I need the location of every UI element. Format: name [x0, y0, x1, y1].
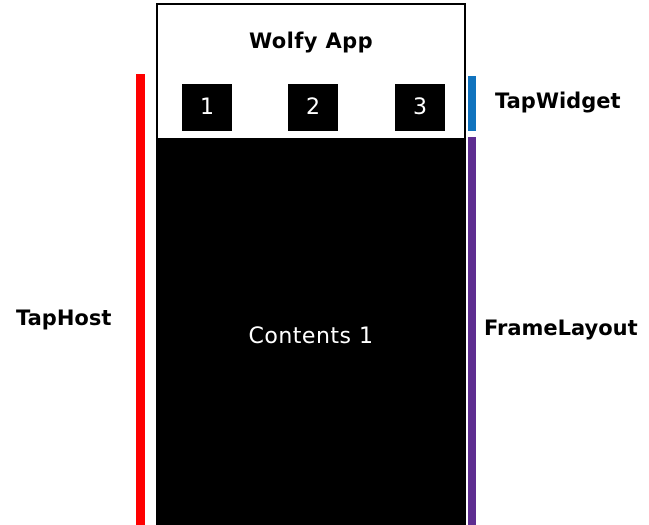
- annotation-label-framelayout: FrameLayout: [484, 316, 638, 340]
- tab-button-2[interactable]: 2: [288, 84, 338, 131]
- annotation-label-tapwidget: TapWidget: [495, 89, 621, 113]
- tab-widget: 1 2 3: [158, 84, 464, 131]
- tab-button-3[interactable]: 3: [395, 84, 445, 131]
- annotation-label-taphost: TapHost: [16, 306, 112, 330]
- content-label: Contents 1: [248, 324, 374, 349]
- page-title: Wolfy App: [248, 29, 374, 53]
- bracket-framelayout: [468, 137, 476, 525]
- bracket-tapwidget: [468, 76, 476, 131]
- tab-button-1[interactable]: 1: [182, 84, 232, 131]
- bracket-taphost: [136, 74, 145, 525]
- frame-layout-content: Contents 1: [158, 138, 464, 525]
- app-frame: Wolfy App 1 2 3 Contents 1: [156, 3, 466, 525]
